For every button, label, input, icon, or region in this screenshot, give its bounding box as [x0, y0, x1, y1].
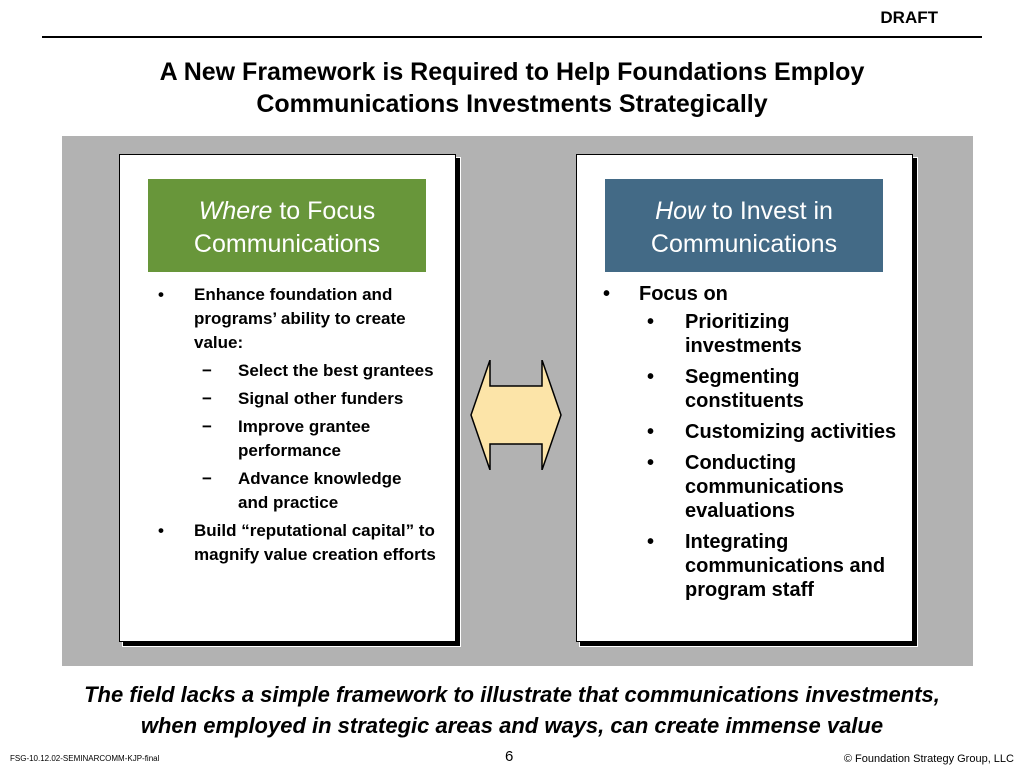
sub-list-item: − Select the best grantees [194, 359, 436, 383]
bullet-icon: • [603, 283, 611, 305]
sub-item-text: Customizing activities [685, 421, 897, 443]
sub-list-item: − Signal other funders [194, 387, 436, 411]
list-item-text: Enhance foundation and programs’ ability… [194, 285, 406, 352]
dash-icon: − [202, 361, 212, 380]
slide-title: A New Framework is Required to Help Foun… [0, 56, 1024, 120]
list-item: • Focus on • Prioritizing investments • Se… [601, 282, 901, 602]
copyright: © Foundation Strategy Group, LLC [843, 753, 1014, 765]
sub-item-text: Segmenting constituents [685, 366, 804, 412]
sub-list-item: • Customizing activities [639, 420, 901, 444]
sub-list-item: • Prioritizing investments [639, 310, 901, 358]
sub-list-item: • Integrating communications and program … [639, 530, 901, 602]
bullet-icon: • [647, 452, 655, 474]
slide-title-line1: A New Framework is Required to Help Foun… [159, 58, 865, 86]
list-item: • Enhance foundation and programs’ abili… [156, 283, 436, 515]
sub-item-text: Advance knowledge and practice [238, 469, 402, 512]
how-header-em: How [655, 197, 706, 225]
sub-list-item: − Improve grantee performance [194, 415, 436, 463]
draft-label: DRAFT [880, 8, 938, 27]
list-item: • Build “reputational capital” to magnif… [156, 519, 436, 567]
sub-item-text: Conducting communications evaluations [685, 452, 844, 522]
dash-icon: − [202, 389, 212, 408]
list-item-text: Focus on [639, 283, 728, 305]
sub-item-text: Signal other funders [238, 389, 404, 408]
how-card: How to Invest in Communications • Focus … [576, 154, 913, 642]
where-header-line2: Communications [193, 230, 381, 258]
bullet-icon: • [158, 285, 164, 304]
slide-title-line2: Communications Investments Strategically [256, 90, 768, 118]
double-arrow-icon [470, 360, 562, 470]
dash-icon: − [202, 469, 212, 488]
sub-list-item: − Advance knowledge and practice [194, 467, 436, 515]
where-list: • Enhance foundation and programs’ abili… [156, 283, 436, 571]
sub-item-text: Prioritizing investments [685, 311, 802, 357]
list-item-text: Build “reputational capital” to magnify … [194, 521, 436, 564]
bullet-icon: • [647, 366, 655, 388]
bullet-icon: • [647, 531, 655, 553]
page-number: 6 [505, 748, 514, 765]
sub-list: • Prioritizing investments • Segmenting co… [639, 310, 901, 602]
how-header-rest: to Invest in [705, 197, 833, 225]
sub-list: − Select the best grantees − Signal other … [194, 359, 436, 515]
bullet-icon: • [647, 421, 655, 443]
bottom-statement-line2: when employed in strategic areas and way… [140, 713, 884, 738]
where-header-em: Where [198, 197, 273, 225]
sub-list-item: • Conducting communications evaluations [639, 451, 901, 523]
how-header-line2: Communications [650, 230, 838, 258]
sub-item-text: Integrating communications and program s… [685, 531, 886, 601]
bottom-statement-line1: The field lacks a simple framework to il… [84, 682, 940, 707]
where-card: Where to Focus Communications • Enhance … [119, 154, 456, 642]
header-rule [42, 36, 982, 38]
how-list: • Focus on • Prioritizing investments • Se… [601, 282, 901, 609]
sub-item-text: Improve grantee performance [238, 417, 371, 460]
bullet-icon: • [647, 311, 655, 333]
bottom-statement: The field lacks a simple framework to il… [0, 679, 1024, 741]
dash-icon: − [202, 417, 212, 436]
sub-list-item: • Segmenting constituents [639, 365, 901, 413]
how-header: How to Invest in Communications [605, 179, 883, 272]
sub-item-text: Select the best grantees [238, 361, 434, 380]
double-arrow-shape [470, 360, 562, 470]
bullet-icon: • [158, 521, 164, 540]
where-header: Where to Focus Communications [148, 179, 426, 272]
where-header-rest: to Focus [272, 197, 376, 225]
doc-id: FSG-10.12.02-SEMINARCOMM-KJP-final [10, 754, 160, 763]
